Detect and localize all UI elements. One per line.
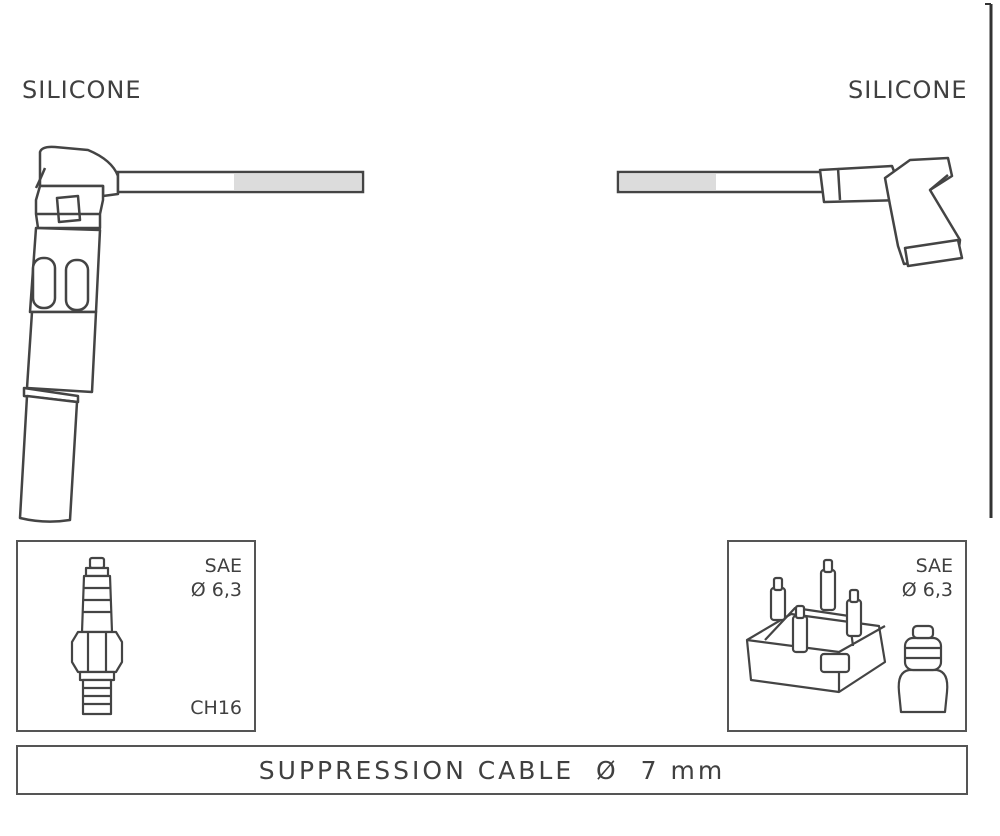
right-diameter-label: Ø 6,3 [901, 579, 953, 601]
left-plug-boot [18, 145, 120, 523]
cable-description: SUPPRESSION CABLE Ø 7 mm [258, 755, 726, 785]
cable-description-bar: SUPPRESSION CABLE Ø 7 mm [16, 745, 968, 795]
right-cable-segment [616, 170, 825, 194]
spark-plug-icon [70, 556, 124, 716]
right-edge-marker [985, 3, 993, 518]
ignition-coil-icon [745, 558, 949, 714]
right-angled-boot [818, 156, 964, 268]
left-material-label: SILICONE [22, 76, 142, 104]
right-material-label: SILICONE [848, 76, 968, 104]
left-cable-segment [116, 170, 365, 194]
left-standard-label: SAE [204, 555, 242, 577]
right-terminal-box: SAE Ø 6,3 [727, 540, 967, 732]
left-diameter-label: Ø 6,3 [190, 579, 242, 601]
left-terminal-box: SAE Ø 6,3 CH16 [16, 540, 256, 732]
left-terminal-code: CH16 [190, 697, 242, 719]
right-standard-label: SAE [915, 555, 953, 577]
